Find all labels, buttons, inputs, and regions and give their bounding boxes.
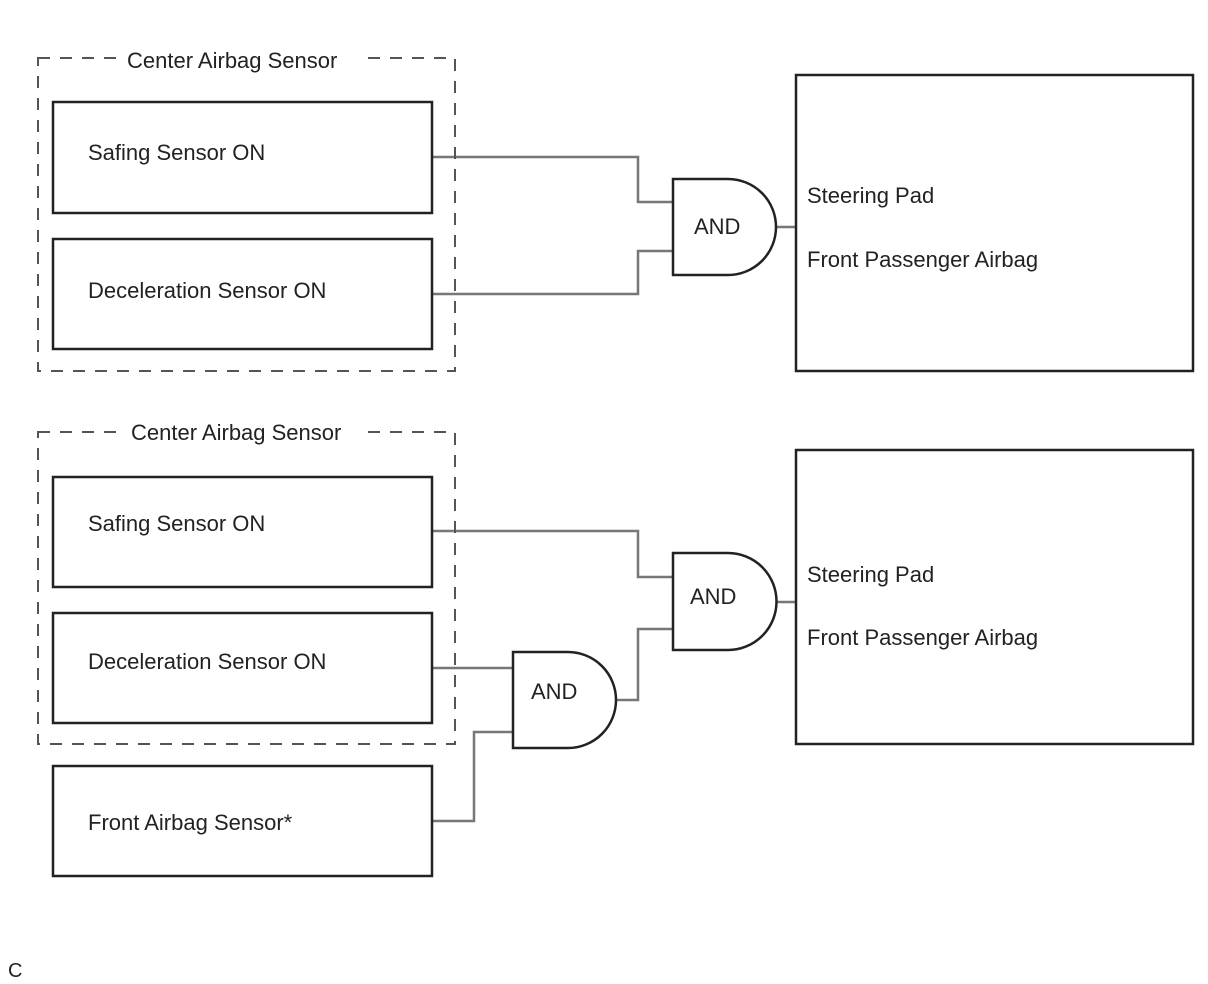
deceleration-sensor-label: Deceleration Sensor ON	[88, 278, 326, 303]
center-airbag-sensor-label: Center Airbag Sensor	[127, 48, 337, 73]
and-gate-label: AND	[690, 584, 736, 609]
wire-safing-to-and	[432, 155, 673, 204]
wire-front-airbag-to-inner-and	[432, 730, 513, 823]
center-airbag-sensor-group	[37, 57, 456, 372]
wire-deceleration-to-and	[432, 249, 673, 296]
output-steering-pad-label: Steering Pad	[807, 183, 934, 208]
deceleration-sensor-label: Deceleration Sensor ON	[88, 649, 326, 674]
inner-and-gate-label: AND	[531, 679, 577, 704]
inner-and-gate	[511, 650, 618, 750]
front-airbag-sensor-box	[51, 764, 434, 878]
center-airbag-sensor-label: Center Airbag Sensor	[131, 420, 341, 445]
deceleration-sensor-box	[51, 611, 434, 725]
front-airbag-sensor-label: Front Airbag Sensor*	[88, 810, 293, 835]
wire-safing-to-and	[432, 529, 673, 579]
output-front-passenger-airbag-label: Front Passenger Airbag	[807, 247, 1038, 272]
wire-inner-and-to-and	[617, 627, 673, 702]
diagram-1: Center Airbag Sensor Safing Sensor ON De…	[37, 46, 1195, 373]
safing-sensor-label: Safing Sensor ON	[88, 140, 265, 165]
output-steering-pad-label: Steering Pad	[807, 562, 934, 587]
diagram-2: Center Airbag Sensor Safing Sensor ON De…	[37, 420, 1195, 878]
corner-label: C	[8, 960, 22, 982]
safing-sensor-box	[51, 475, 434, 589]
safing-sensor-box	[51, 100, 434, 215]
deceleration-sensor-box	[51, 237, 434, 351]
safing-sensor-label: Safing Sensor ON	[88, 511, 265, 536]
output-front-passenger-airbag-label: Front Passenger Airbag	[807, 625, 1038, 650]
and-gate	[671, 551, 778, 652]
output-box	[794, 448, 1195, 746]
and-gate	[671, 177, 778, 277]
output-box	[794, 73, 1195, 373]
and-gate-label: AND	[694, 214, 740, 239]
